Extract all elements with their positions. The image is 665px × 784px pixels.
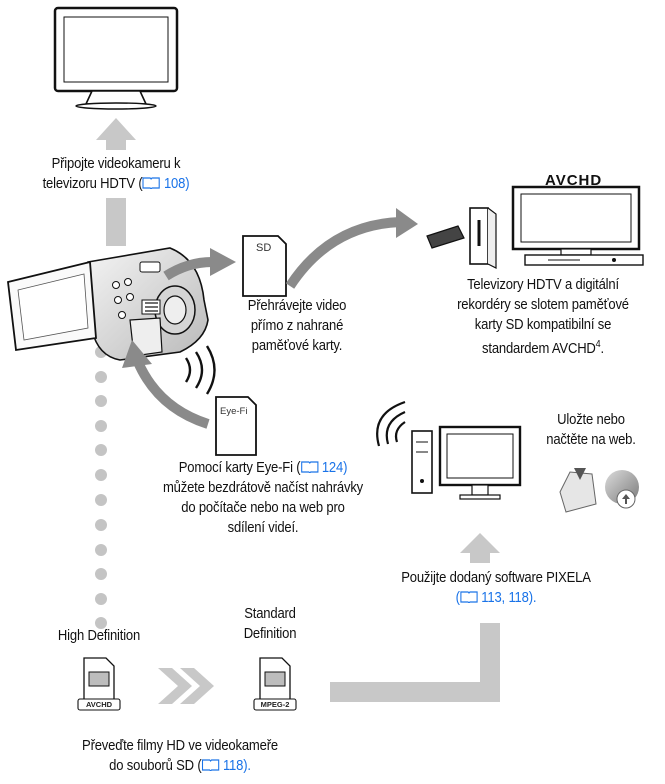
tv-icon <box>53 6 179 110</box>
page-ref-link-113-118[interactable]: ( 113, 118). <box>455 590 537 606</box>
page-ref-link-118[interactable]: 118). <box>201 758 251 774</box>
tv-connect-label: Připojte videokameru k televizoru HDTV (… <box>30 154 203 194</box>
page-ref-118: 118). <box>219 758 251 774</box>
mpeg2-file-icon <box>253 657 297 711</box>
page-ref-108: 108) <box>160 176 190 192</box>
sd-play-line1: Přehrávejte video <box>247 298 347 314</box>
page-ref-link-124[interactable]: 124) <box>300 460 347 476</box>
book-icon <box>142 177 161 189</box>
double-chevron-icon <box>158 668 214 704</box>
globe-icon <box>605 470 639 509</box>
std-def-line1: Standard <box>244 606 296 622</box>
tv-connect-line2: televizoru HDTV ( <box>42 176 143 192</box>
eyefi-line4: sdílení videí. <box>227 520 299 536</box>
avchd-line2: rekordéry se slotem paměťové <box>457 297 629 313</box>
web-label: Uložte nebo načtěte na web. <box>538 410 644 450</box>
sd-play-line3: paměťové karty. <box>251 338 343 354</box>
arrow-sd-to-devices <box>285 208 418 289</box>
avchd-file-icon <box>77 657 121 711</box>
std-def-label: Standard Definition <box>227 604 313 644</box>
connector-camera-tv <box>106 198 126 246</box>
eyefi-card-label: Eye-Fi <box>220 406 248 417</box>
page-ref-124: 124) <box>318 460 348 476</box>
sd-card-icon <box>242 235 287 297</box>
book-icon <box>460 591 478 603</box>
avchd-format-label: AVCHD <box>85 700 113 709</box>
page-ref-113-118: 113, 118). <box>477 590 537 606</box>
avchd-devices-label: Televizory HDTV a digitální rekordéry se… <box>436 275 650 359</box>
computer-icon <box>376 400 522 500</box>
mpeg2-format-label: MPEG-2 <box>260 700 290 709</box>
convert-label: Převeďte filmy HD ve videokameře do soub… <box>65 736 295 776</box>
arrow-up-to-tv <box>96 118 136 150</box>
sd-card-label: SD <box>256 242 272 254</box>
footnote-4: 4 <box>595 339 601 350</box>
std-def-line2: Definition <box>243 626 297 642</box>
sd-play-label: Přehrávejte video přímo z nahrané paměťo… <box>239 296 356 356</box>
tv-connect-line1: Připojte videokameru k <box>51 156 181 172</box>
high-def-label: High Definition <box>57 628 141 644</box>
avchd-line4-end: . <box>600 340 605 357</box>
eyefi-line2: můžete bezdrátově načíst nahrávky <box>162 480 364 496</box>
connector-sd-to-pixela <box>330 623 500 702</box>
avchd-devices-icon <box>426 185 644 269</box>
web-line2: načtěte na web. <box>546 432 636 448</box>
avchd-line3: karty SD kompatibilní se <box>474 317 612 333</box>
eyefi-label: Pomocí karty Eye-Fi ( 124) můžete bezdrá… <box>136 458 390 538</box>
sd-play-line2: přímo z nahrané <box>250 318 344 334</box>
pixela-line1: Použijte dodaný software PIXELA <box>401 570 591 586</box>
wireless-waves-icon <box>184 345 216 395</box>
convert-line2: do souborů SD ( <box>109 758 202 774</box>
eyefi-card-icon <box>215 396 257 456</box>
eyefi-line1: Pomocí karty Eye-Fi ( <box>178 460 301 476</box>
book-icon <box>300 461 319 473</box>
web-line1: Uložte nebo <box>557 412 625 428</box>
folder-icon <box>559 468 597 513</box>
avchd-logo: AVCHD <box>545 172 603 189</box>
arrow-up-to-computer <box>460 533 500 563</box>
avchd-line4: standardem AVCHD <box>482 340 596 357</box>
arrow-eyefi-to-camera <box>122 340 210 429</box>
pixela-label: Použijte dodaný software PIXELA ( 113, 1… <box>384 568 607 608</box>
arrow-camera-to-sd <box>163 248 236 281</box>
avchd-line1: Televizory HDTV a digitální <box>467 277 619 293</box>
camcorder-icon <box>7 247 209 361</box>
page-ref-link-108[interactable]: 108) <box>142 176 190 192</box>
convert-line1: Převeďte filmy HD ve videokameře <box>82 738 278 754</box>
dotted-line <box>95 346 107 629</box>
book-icon <box>201 759 220 771</box>
eyefi-line3: do počítače nebo na web pro <box>181 500 345 516</box>
